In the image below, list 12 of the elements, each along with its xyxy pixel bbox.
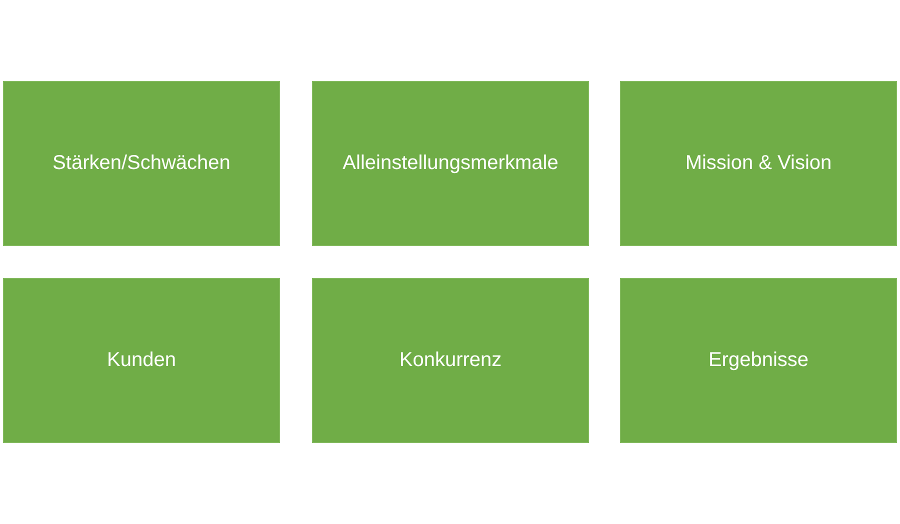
process-box — [620, 278, 897, 443]
process-box — [312, 81, 589, 246]
box-label: Kunden — [107, 348, 176, 373]
box-label: Mission & Vision — [685, 151, 832, 176]
process-box — [620, 81, 897, 246]
process-box — [3, 81, 280, 246]
box-label: Ergebnisse — [708, 348, 809, 373]
box-label: Konkurrenz — [399, 348, 502, 373]
process-box — [312, 278, 589, 443]
box-label: Stärken/Schwächen — [52, 151, 230, 176]
process-box — [3, 278, 280, 443]
box-label: Alleinstellungsmerkmale — [342, 151, 558, 176]
